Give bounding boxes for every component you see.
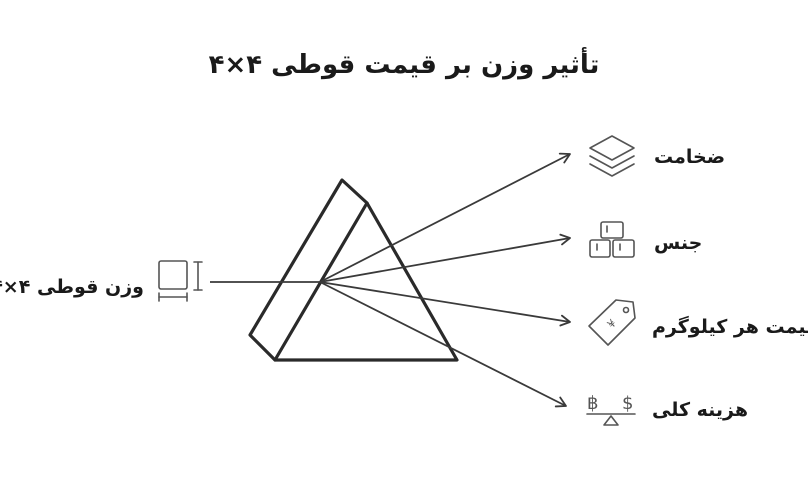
svg-text:$: $	[622, 393, 633, 414]
ray-price-per-kg	[319, 281, 571, 327]
layers-icon	[589, 135, 635, 177]
bricks-icon	[589, 221, 635, 258]
output-rays	[319, 152, 571, 408]
ray-thickness	[319, 152, 571, 283]
ray-material	[319, 233, 571, 283]
ray-total-cost	[319, 281, 567, 408]
box-dimensions-icon	[158, 260, 203, 302]
output-label-price-per-kg: قیمت هر کیلوگرم	[652, 316, 808, 338]
prism	[248, 178, 459, 362]
diagram-title: تأثیر وزن بر قیمت قوطی ۴×۴	[208, 50, 600, 80]
output-label-material: جنس	[654, 232, 703, 254]
output-label-total-cost: هزینه کلی	[652, 399, 749, 421]
balance-cost-icon: ฿ $	[586, 393, 636, 426]
svg-text:¥: ¥	[605, 317, 619, 331]
input-label: وزن قوطی ۴×۴	[0, 276, 144, 298]
price-tag-icon: ¥	[588, 299, 636, 346]
output-label-thickness: ضخامت	[654, 146, 726, 168]
svg-text:฿: ฿	[587, 393, 598, 414]
